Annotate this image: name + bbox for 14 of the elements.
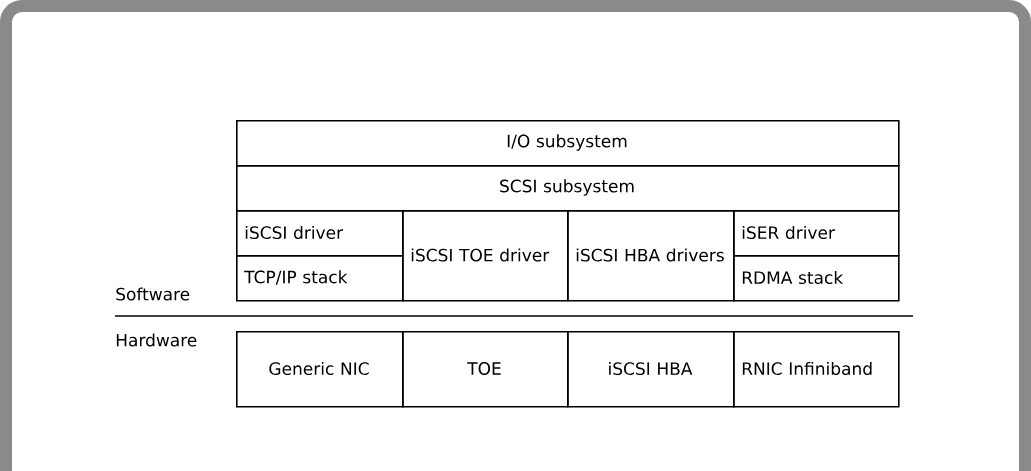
table-cell: I/O subsystem xyxy=(236,120,900,167)
layer-label: Hardware xyxy=(116,333,197,347)
table-cell: iSER driver xyxy=(733,210,900,257)
table-cell: RDMA stack xyxy=(733,255,900,302)
table-cell: iSCSI HBA drivers xyxy=(567,210,735,302)
table-cell: TCP/IP stack xyxy=(236,255,404,302)
table-cell: SCSI subsystem xyxy=(236,165,900,212)
layer-label: Software xyxy=(116,287,190,301)
table-cell: RNIC Infiniband xyxy=(733,331,900,408)
table-cell: iSCSI TOE driver xyxy=(402,210,569,302)
table-cell: TOE xyxy=(402,331,569,408)
table-cell: Generic NIC xyxy=(236,331,404,408)
table-cell: iSCSI driver xyxy=(236,210,404,257)
table-cell: iSCSI HBA xyxy=(567,331,735,408)
